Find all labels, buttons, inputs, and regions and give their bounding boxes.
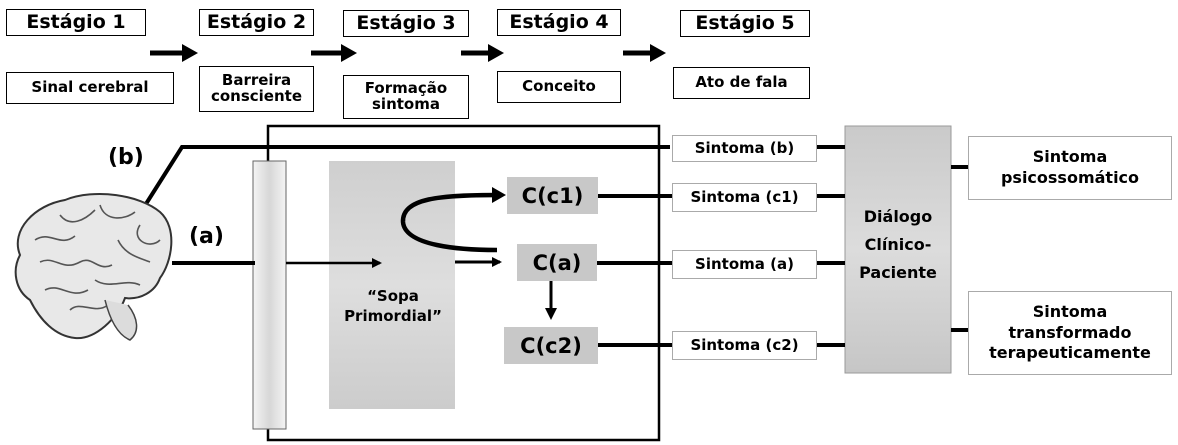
- symptom-b: Sintoma (b): [672, 135, 817, 162]
- stage-1-title: Estágio 1: [6, 9, 146, 36]
- stage-2-title: Estágio 2: [199, 9, 314, 36]
- stage-5-desc: Ato de fala: [673, 67, 810, 99]
- stage-3-desc: Formação sintoma: [343, 75, 469, 119]
- path-a-label: (a): [189, 224, 224, 249]
- stage-arrows: [150, 44, 666, 62]
- concept-c1: C(c1): [507, 177, 598, 214]
- dialog-label: Diálogo Clínico-Paciente: [859, 207, 937, 282]
- stage-4-desc: Conceito: [497, 71, 621, 103]
- concept-a: C(a): [517, 244, 597, 281]
- process-frame: [266, 124, 661, 442]
- symptom-c2: Sintoma (c2): [672, 331, 817, 360]
- stage-3-title: Estágio 3: [343, 10, 469, 37]
- brain-icon: [14, 193, 173, 341]
- stage-1-desc: Sinal cerebral: [6, 72, 174, 104]
- concept-c2: C(c2): [504, 327, 598, 364]
- conscious-barrier: [252, 160, 287, 430]
- outcome-transformed: Sintoma transformado terapeuticamente: [968, 291, 1172, 375]
- outcome-psychosomatic: Sintoma psicossomático: [968, 136, 1172, 200]
- stage-2-desc: Barreira consciente: [199, 66, 314, 112]
- symptom-c1: Sintoma (c1): [672, 183, 817, 212]
- stage-4-title: Estágio 4: [497, 9, 621, 36]
- path-b-label: (b): [108, 145, 144, 170]
- path-b-line: [130, 145, 670, 228]
- soup-label: “Sopa Primordial”: [344, 287, 442, 326]
- dialog-box: [844, 125, 952, 374]
- soup-box: [329, 161, 455, 409]
- stage-5-title: Estágio 5: [680, 10, 810, 37]
- symptom-a: Sintoma (a): [672, 250, 817, 279]
